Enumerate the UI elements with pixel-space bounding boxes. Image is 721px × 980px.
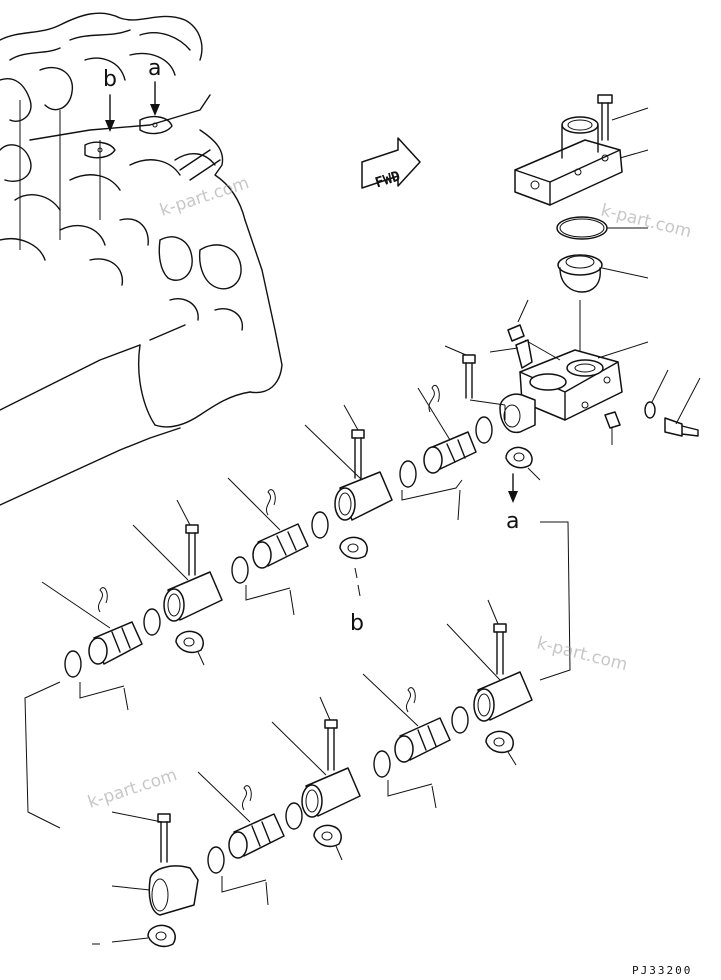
oring-r1-6 <box>64 650 82 678</box>
gasket-r1-2 <box>175 630 205 666</box>
oring-r1-2 <box>399 460 417 488</box>
engine-block <box>0 12 283 506</box>
clamp-r1-1 <box>428 384 440 413</box>
bracket-r2-1 <box>387 780 437 809</box>
oring-r1-3 <box>311 511 329 539</box>
manifold-end-elbow <box>111 865 199 916</box>
clamp-r1-2 <box>266 489 276 516</box>
manifold-segment-r2-1 <box>446 623 533 722</box>
oring-r1-1 <box>475 416 493 444</box>
thermostat-cover <box>514 116 649 206</box>
sleeve-r2-2 <box>197 771 285 859</box>
housing-elbow-fitting <box>489 339 533 369</box>
housing-bolt <box>444 345 506 420</box>
bracket-r2-2 <box>221 876 269 906</box>
connector-right <box>539 521 571 681</box>
gasket-r2-2 <box>313 824 343 861</box>
thermostat-housing <box>499 300 649 434</box>
reference-b-lower: b <box>350 567 364 636</box>
connector-left <box>24 681 61 829</box>
bracket-r1-3 <box>79 682 129 711</box>
block-reference-markers: b a <box>103 56 161 132</box>
manifold-segment-r2-2 <box>271 721 361 818</box>
watermark-4: k-part.com <box>85 765 179 813</box>
housing-small-fitting <box>507 299 561 361</box>
label-b-block: b <box>103 67 117 92</box>
housing-plug <box>604 411 621 445</box>
oring-r1-4 <box>231 556 249 584</box>
thermostat-gasket-ring <box>556 216 648 240</box>
sleeve-r2-1 <box>362 673 451 763</box>
oring-r2-3 <box>285 802 303 830</box>
watermark-3: k-part.com <box>535 633 630 675</box>
oring-r1-5 <box>143 608 161 636</box>
manifold-segment-r1-2 <box>132 524 223 622</box>
oring-r2-1 <box>451 706 469 734</box>
manifold-segment-r1-1 <box>304 424 393 521</box>
cover-bolt <box>597 94 649 141</box>
bolt-r2-2 <box>319 696 338 771</box>
fwd-label: FWD <box>373 168 402 191</box>
gasket-r2-1 <box>485 730 517 766</box>
drawing-code: PJ33200 <box>632 964 692 977</box>
clamp-r1-3 <box>98 587 108 613</box>
watermark-2: k-part.com <box>599 200 694 242</box>
clamp-r2-2 <box>242 785 252 811</box>
oring-r2-4 <box>207 846 225 874</box>
label-b-lower: b <box>350 611 364 636</box>
housing-reference-a: a <box>505 446 541 534</box>
bracket-r1-1 <box>401 479 463 521</box>
sleeve-r1-2 <box>227 477 309 569</box>
bolt-r2-1 <box>487 599 507 675</box>
water-temp-sensor <box>644 369 701 437</box>
label-a-block: a <box>148 56 161 81</box>
thermostat <box>557 254 649 293</box>
watermark-1: k-part.com <box>157 173 251 221</box>
sleeve-r1-1 <box>417 387 477 474</box>
bracket-r1-2 <box>245 585 295 616</box>
oring-r2-2 <box>373 750 391 778</box>
gasket-r1-1 <box>339 536 368 560</box>
bolt-r2-3 <box>111 811 171 863</box>
gasket-r2-3 <box>111 924 176 948</box>
clamp-r2-1 <box>406 687 416 713</box>
bolt-r1-2 <box>176 499 199 576</box>
fwd-arrow-indicator: FWD <box>361 137 421 191</box>
bolt-r1-1 <box>343 404 365 479</box>
label-a-housing: a <box>506 509 519 534</box>
sleeve-r1-3 <box>41 581 143 665</box>
